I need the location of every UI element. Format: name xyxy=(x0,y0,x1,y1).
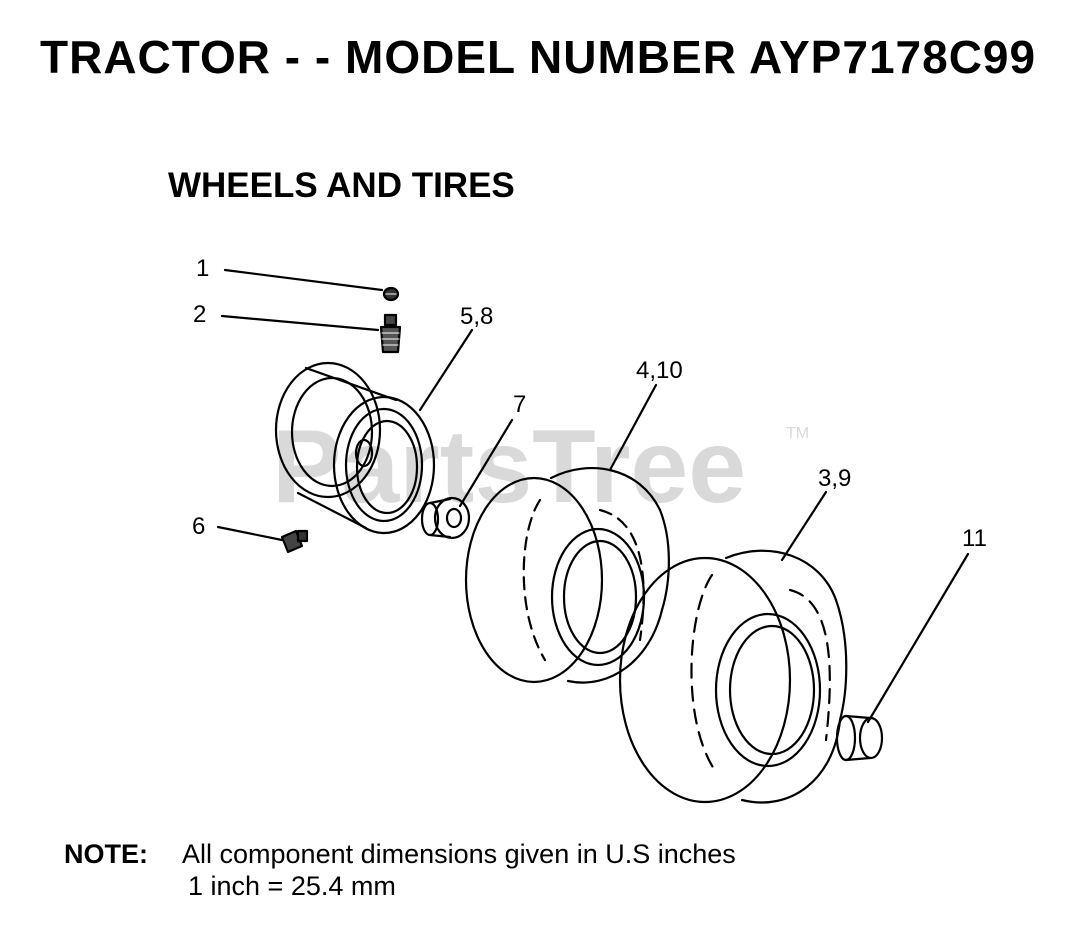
note-line-2: 1 inch = 25.4 mm xyxy=(188,871,396,901)
leader-line-3-9 xyxy=(780,490,828,562)
leader-line-7 xyxy=(458,418,514,508)
callout-11: 11 xyxy=(962,525,987,552)
leader-line-11 xyxy=(866,552,970,724)
callout-7: 7 xyxy=(513,391,526,418)
bushing-part xyxy=(420,496,471,540)
grease-fitting-part xyxy=(280,529,309,554)
note-text: All component dimensions given in U.S in… xyxy=(182,839,736,869)
leader-line-6 xyxy=(216,525,284,542)
dimension-note: NOTE: All component dimensions given in U… xyxy=(64,838,736,902)
callout-4-10: 4,10 xyxy=(636,357,683,384)
wheel-rim-part xyxy=(274,361,436,535)
leader-line-5-8 xyxy=(418,328,474,412)
leader-line-1 xyxy=(223,268,384,292)
page-title: TRACTOR - - MODEL NUMBER AYP7178C99 xyxy=(40,31,1037,83)
callout-2: 2 xyxy=(193,301,206,328)
note-label: NOTE: xyxy=(64,839,148,869)
callout-1: 1 xyxy=(196,255,209,282)
callout-3-9: 3,9 xyxy=(818,465,851,492)
leader-line-4-10 xyxy=(608,383,658,472)
callout-6: 6 xyxy=(192,513,205,540)
outer-tire-part xyxy=(618,549,848,804)
section-title: WHEELS AND TIRES xyxy=(168,166,515,205)
callout-5-8: 5,8 xyxy=(460,303,493,330)
valve-cap-part xyxy=(382,286,400,302)
watermark-text: PartsTree xyxy=(272,409,746,525)
bearing-part xyxy=(835,714,884,762)
valve-stem-part xyxy=(379,313,402,354)
note-line-1: NOTE: All component dimensions given in U… xyxy=(64,838,736,870)
watermark-trademark: TM xyxy=(786,425,809,442)
leader-line-2 xyxy=(220,314,380,332)
inner-tire-part xyxy=(464,466,670,684)
